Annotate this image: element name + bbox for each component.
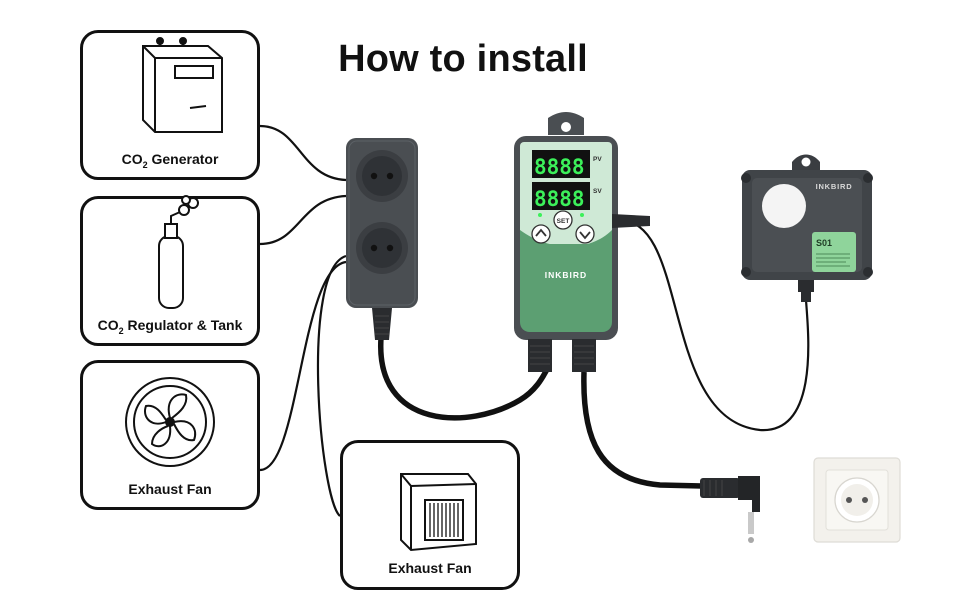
- page-title: How to install: [338, 38, 588, 80]
- controller: [514, 112, 650, 372]
- exhaust-fan-inline-label: Exhaust Fan: [388, 560, 472, 576]
- co2-tank-icon: [158, 195, 199, 309]
- power-strip: [346, 138, 418, 340]
- set-button: SET: [557, 218, 570, 225]
- power-plug: [700, 476, 760, 543]
- controller-text: 8888 8888 PV SV SET INKBIRD: [534, 155, 602, 280]
- co2-regulator-tank-label: CO2 Regulator & Tank: [97, 317, 243, 336]
- wall-socket-icon: [813, 457, 901, 543]
- box-fan-icon: [400, 473, 477, 552]
- co2-generator-label: CO2 Generator: [121, 151, 219, 170]
- controller-brand: INKBIRD: [545, 270, 587, 280]
- pv-tag: PV: [593, 156, 602, 163]
- thick-cables: [378, 337, 703, 489]
- exhaust-fan-label: Exhaust Fan: [128, 481, 212, 497]
- co2-sensor: [741, 154, 873, 302]
- thin-cables: [259, 124, 810, 517]
- sensor-brand: INKBIRD: [816, 182, 853, 191]
- sensor-model: S01: [816, 238, 832, 248]
- pv-display: 8888: [534, 155, 585, 179]
- sensor-text: INKBIRD S01: [816, 182, 853, 248]
- round-fan-icon: [125, 377, 215, 467]
- sv-display: 8888: [534, 187, 585, 211]
- co2-generator-icon: [142, 37, 223, 133]
- sv-tag: SV: [593, 188, 602, 195]
